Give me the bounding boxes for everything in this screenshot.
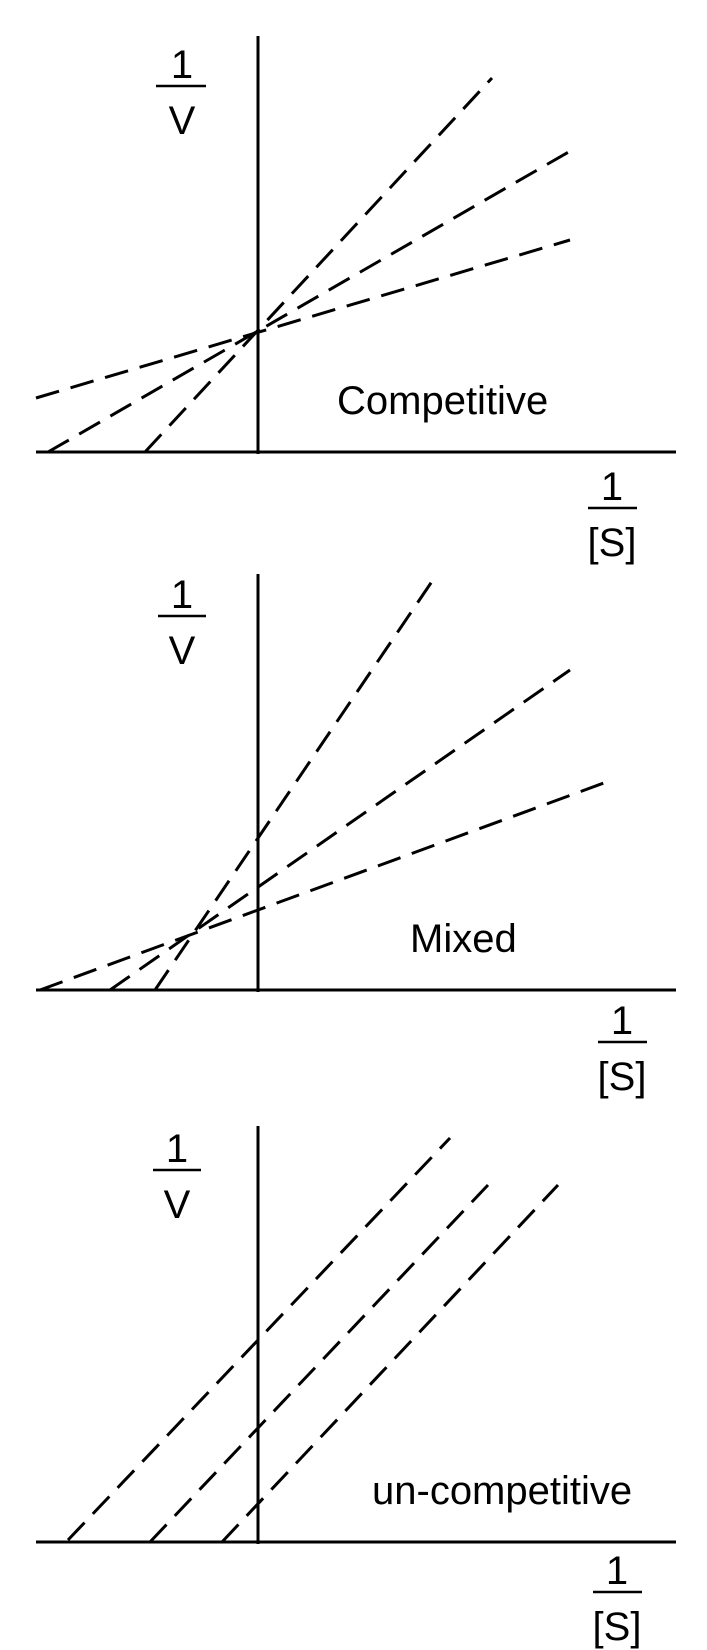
x-label-denominator: [S]: [593, 1605, 642, 1649]
inhibitor-line-low: [35, 238, 571, 400]
x-label-denominator: [S]: [598, 1055, 647, 1099]
inhibitor-line-mid: [47, 148, 573, 454]
panel-title: un-competitive: [372, 1469, 632, 1513]
inhibitor-line-high: [153, 573, 439, 991]
panel-title: Competitive: [337, 379, 548, 423]
x-label-denominator: [S]: [588, 521, 637, 565]
inhibitor-line-low: [66, 1136, 452, 1542]
y-label-denominator: V: [169, 99, 196, 143]
y-label-numerator: 1: [171, 573, 193, 617]
inhibitor-line-high: [143, 76, 494, 454]
inhibitor-line-mid: [148, 1183, 490, 1544]
inhibitor-line-low: [39, 778, 613, 992]
panel-title: Mixed: [410, 917, 517, 961]
panel-competitive: 1 V Competitive 1 [S]: [35, 36, 676, 565]
x-label-numerator: 1: [606, 1549, 628, 1593]
y-label-numerator: 1: [171, 43, 193, 87]
y-label-denominator: V: [164, 1183, 191, 1227]
x-label-numerator: 1: [611, 999, 633, 1043]
inhibitor-line-high: [220, 1183, 560, 1544]
x-label-numerator: 1: [601, 465, 623, 509]
panel-uncompetitive: 1 V un-competitive 1 [S]: [36, 1126, 676, 1649]
inhibitor-line-mid: [109, 668, 571, 992]
panel-mixed: 1 V Mixed 1 [S]: [36, 573, 676, 1099]
y-label-numerator: 1: [166, 1127, 188, 1171]
y-label-denominator: V: [169, 629, 196, 673]
